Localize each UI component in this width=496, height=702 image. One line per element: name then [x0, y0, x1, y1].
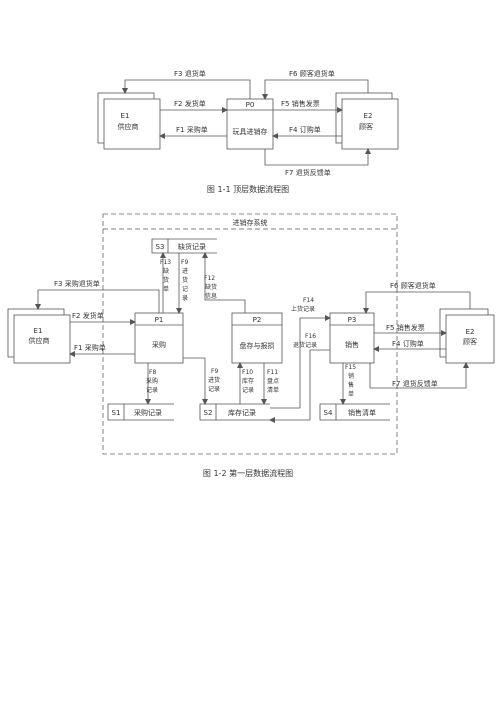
s2-name: 库存记录 — [228, 408, 256, 417]
p1-id: P1 — [155, 316, 164, 324]
e1-id-2: E1 — [34, 327, 43, 335]
s1-name: 采购记录 — [134, 408, 162, 417]
s1-id: S1 — [112, 409, 121, 417]
s3-id: S3 — [156, 243, 165, 251]
store-s1: S1 采购记录 — [107, 403, 174, 421]
p0-id: P0 — [246, 101, 255, 109]
flow2-f13-label: F13 缺 货 单 — [160, 259, 173, 293]
fig2-caption: 图 1-2 第一层数据流程图 — [203, 468, 293, 478]
flow-f6 — [262, 79, 369, 100]
flow-f4-label: F4 订购单 — [289, 125, 321, 134]
s4-name: 销售清单 — [348, 408, 376, 417]
system-label: 进销存系统 — [233, 218, 268, 227]
flow-f7 — [264, 148, 371, 166]
flow2-f6-label: F6 顾客退货单 — [390, 281, 436, 290]
s2-id: S2 — [204, 409, 213, 417]
flow2-f11-label: F11 盘点 清单 — [267, 369, 281, 394]
e2-id: E2 — [364, 112, 373, 120]
entity-e2-customer-2: E2 顾客 — [439, 308, 495, 364]
flow-f2-label: F2 发货单 — [174, 99, 206, 108]
flow2-f7 — [369, 362, 469, 389]
p3-id: P3 — [348, 316, 357, 324]
flow-f5-label: F5 销售发票 — [281, 99, 320, 108]
process-p2: P2 盘存与报损 — [231, 312, 283, 364]
process-p3: P3 销售 — [329, 312, 375, 364]
e2-name: 顾客 — [359, 122, 373, 131]
s4-id: S4 — [324, 409, 333, 417]
p2-name: 盘存与报损 — [240, 341, 275, 350]
flow-f6-label: F6 顾客退货单 — [289, 69, 335, 78]
entity-e1-supplier: E1 供应商 — [97, 92, 161, 150]
e1-name-2: 供应商 — [29, 336, 50, 345]
flow2-f14 — [270, 315, 331, 409]
store-s2: S2 库存记录 — [199, 403, 270, 421]
flow2-f12 — [202, 252, 246, 313]
e1-id: E1 — [121, 112, 130, 120]
p2-id: P2 — [253, 316, 262, 324]
flow2-f10-label: F10 库存 记录 — [242, 369, 256, 394]
flow-f7-label: F7 退货反馈单 — [285, 168, 331, 177]
figure-1-2: 进销存系统 E1 供应商 E2 顾客 P1 采购 P2 盘存与报损 — [7, 213, 495, 455]
flow2-f15-label: F15 销 售 单 — [345, 364, 358, 398]
flow2-f7-label: F7 退货反馈单 — [392, 379, 438, 388]
system-boundary — [102, 213, 398, 455]
e2-id-2: E2 — [466, 328, 475, 336]
process-p1: P1 采购 — [134, 312, 184, 364]
entity-e2-customer: E2 顾客 — [335, 92, 399, 150]
figure-1-1: E1 供应商 P0 玩具进销存 E2 顾客 F2 发货单 F1 采购单 F3 退… — [97, 69, 399, 177]
s3-name: 缺货记录 — [178, 242, 206, 251]
flow2-f16-label: F16 退货记录 — [293, 333, 318, 349]
flow-f1-label: F1 采购单 — [176, 125, 208, 134]
flow2-f12-label: F12 缺货 信息 — [204, 275, 219, 300]
fig1-caption: 图 1-1 顶层数据流程图 — [207, 184, 289, 194]
e1-name: 供应商 — [118, 122, 139, 131]
flow-f3-label: F3 退货单 — [174, 69, 206, 78]
process-p0: P0 玩具进销存 — [226, 98, 274, 150]
flow2-f14-label: F14 上货记录 — [291, 297, 316, 313]
flow2-f8-label: F8 采购 记录 — [146, 369, 160, 394]
flow2-f9-b-label: F9 进货 记录 — [208, 368, 222, 393]
store-s3: S3 缺货记录 — [151, 238, 217, 254]
flow-f3 — [122, 79, 251, 99]
e2-name-2: 顾客 — [463, 337, 477, 346]
flow2-f16 — [269, 349, 330, 423]
p0-name: 玩具进销存 — [233, 127, 268, 136]
flow2-f9-a-label: F9 进 货 记 录 — [181, 259, 190, 302]
store-s4: S4 销售清单 — [319, 403, 390, 421]
flow2-f1-label: F1 采购单 — [74, 343, 106, 352]
flow2-f2-label: F2 发货单 — [72, 311, 104, 320]
flow2-f5-label: F5 销售发票 — [386, 323, 425, 332]
flow2-f6 — [363, 291, 471, 314]
flow2-f3-label: F3 采购退货单 — [54, 279, 100, 288]
p1-name: 采购 — [152, 340, 166, 349]
flow2-f4-label: F4 订购单 — [392, 339, 424, 348]
flow2-f9-b — [183, 357, 208, 405]
flow2-f3 — [35, 289, 160, 313]
entity-e1-supplier-2: E1 供应商 — [7, 308, 71, 364]
p3-name: 销售 — [345, 340, 359, 349]
